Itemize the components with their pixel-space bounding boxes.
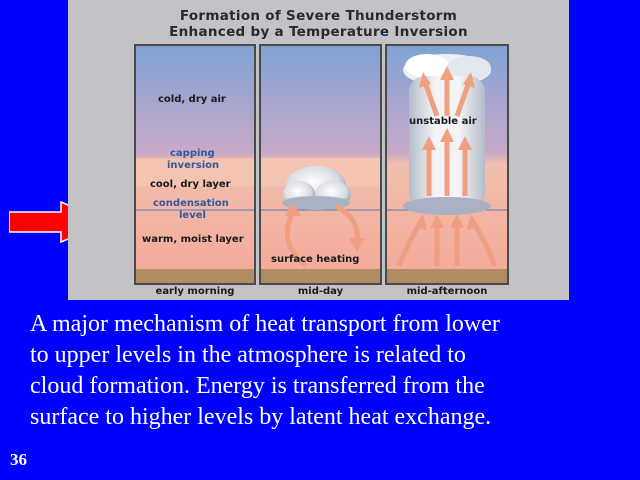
early-morning-atmosphere-graphic (136, 46, 254, 283)
label-capping-line-2: inversion (167, 160, 220, 171)
label-cold-dry-air: cold, dry air (158, 94, 226, 105)
label-condensation-line-2: level (179, 210, 206, 221)
label-condensation-line-1: condensation (153, 198, 229, 209)
thunderstorm-diagram: Formation of Severe Thunderstorm Enhance… (68, 0, 569, 300)
updraft-arrows-icon (396, 76, 498, 267)
panel-mid-afternoon: unstable air (385, 44, 509, 285)
diagram-title-line-2: Enhanced by a Temperature Inversion (169, 24, 468, 40)
mid-day-atmosphere-graphic (261, 46, 380, 283)
slide-number: 36 (10, 450, 27, 469)
caption-line: A major mechanism of heat transport from… (30, 311, 500, 337)
label-unstable-air: unstable air (409, 116, 477, 127)
diagram-title-line-1: Formation of Severe Thunderstorm (179, 8, 458, 24)
cumulus-cloud-icon (282, 166, 351, 210)
time-label-mid-day: mid-day (297, 286, 344, 297)
label-cool-dry-layer: cool, dry layer (150, 179, 231, 190)
slide-caption: A major mechanism of heat transport from… (30, 309, 630, 433)
caption-line: surface to higher levels by latent heat … (30, 404, 492, 430)
panel-early-morning: cold, dry air capping inversion cool, dr… (134, 44, 256, 285)
time-label-mid-afternoon: mid-afternoon (406, 286, 488, 297)
label-surface-heating: surface heating (271, 254, 360, 265)
label-warm-moist-layer: warm, moist layer (142, 234, 244, 245)
caption-line: cloud formation. Energy is transferred f… (30, 373, 485, 399)
caption-line: to upper levels in the atmosphere is rel… (30, 342, 466, 368)
mid-afternoon-atmosphere-graphic (387, 46, 507, 283)
label-capping-line-1: capping (170, 148, 215, 159)
time-label-early-morning: early morning (155, 286, 235, 297)
panel-mid-day: surface heating (259, 44, 382, 285)
